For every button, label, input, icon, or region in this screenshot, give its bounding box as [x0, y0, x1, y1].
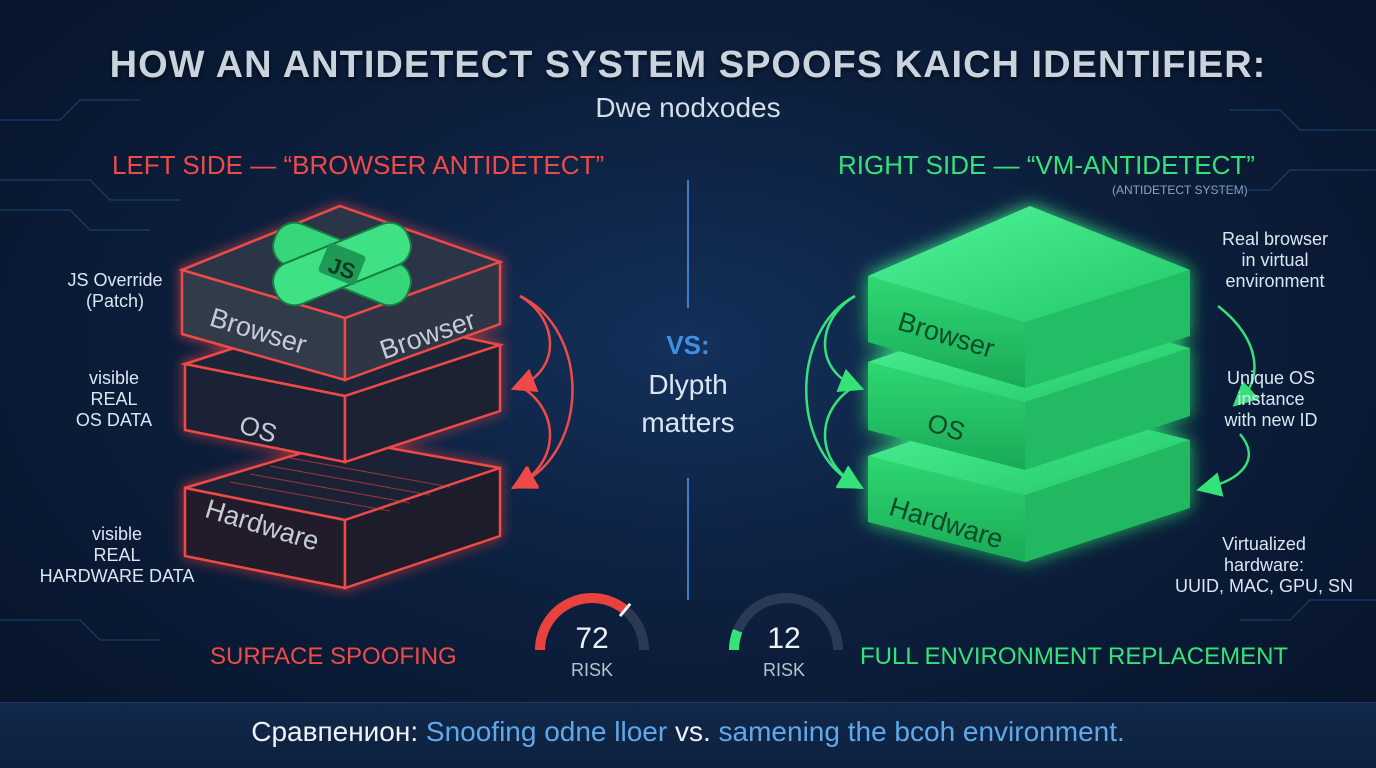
right-annotation-unique-os: Unique OS instance with new ID — [1224, 368, 1318, 430]
right-arrows — [805, 294, 1260, 497]
left-annotation-hardware-data: visible REAL HARDWARE DATA — [39, 524, 195, 586]
right-side-subheading: (ANTIDETECT SYSTEM) — [1112, 183, 1248, 197]
right-layer-stack — [868, 206, 1190, 562]
vs-caption: Dlypth matters — [641, 369, 735, 438]
footer-part-2: Snoofing odne lloer — [425, 716, 668, 747]
left-annotation-js-override: JS Override (Patch) — [67, 270, 163, 311]
footer-caption: Сравпенион: Snoofing odne lloer vs. same… — [0, 716, 1376, 748]
js-patch-icon — [272, 221, 412, 307]
footer-part-1: Сравпенион: — [251, 716, 426, 747]
left-arrows — [510, 294, 574, 490]
page-title: HOW AN ANTIDETECT SYSTEM SPOOFS KAICH ID… — [109, 44, 1267, 86]
diagram-canvas: JS Browser Browser OS Hardware Browser O… — [0, 99, 1376, 651]
footer-bar — [0, 702, 1376, 768]
gauge-left-value: 72 — [575, 622, 609, 655]
right-annotation-virtual-hardware: Virtualized hardware: UUID, MAC, GPU, SN — [1174, 534, 1353, 596]
footer-part-4: samening the bcoh environment. — [718, 716, 1125, 747]
circuit-decoration — [0, 99, 1376, 641]
gauge-left-fill — [535, 593, 629, 651]
gauge-left-needle — [618, 602, 632, 618]
left-annotation-os-data: visible REAL OS DATA — [75, 368, 153, 430]
right-annotation-real-browser: Real browser in virtual environment — [1221, 229, 1329, 291]
footer-part-3: vs. — [667, 716, 719, 747]
right-side-heading: RIGHT SIDE — “VM-ANTIDETECT” — [838, 150, 1255, 180]
left-bottom-label: SURFACE SPOOFING — [210, 643, 457, 670]
gauge-left-label: RISK — [570, 660, 613, 680]
vs-label: VS: — [666, 330, 710, 360]
gauge-right-label: RISK — [762, 660, 805, 680]
left-hardware-layer — [183, 438, 502, 590]
gauge-right-value: 12 — [767, 622, 801, 655]
gauge-right-track — [729, 593, 843, 651]
right-bottom-label: FULL ENVIRONMENT REPLACEMENT — [860, 643, 1289, 670]
gauge-right-fill — [729, 629, 743, 651]
page-subtitle: Dwe nodxodes — [595, 92, 781, 123]
right-browser-layer — [868, 206, 1190, 388]
left-side-heading: LEFT SIDE — “BROWSER ANTIDETECT” — [112, 150, 605, 180]
